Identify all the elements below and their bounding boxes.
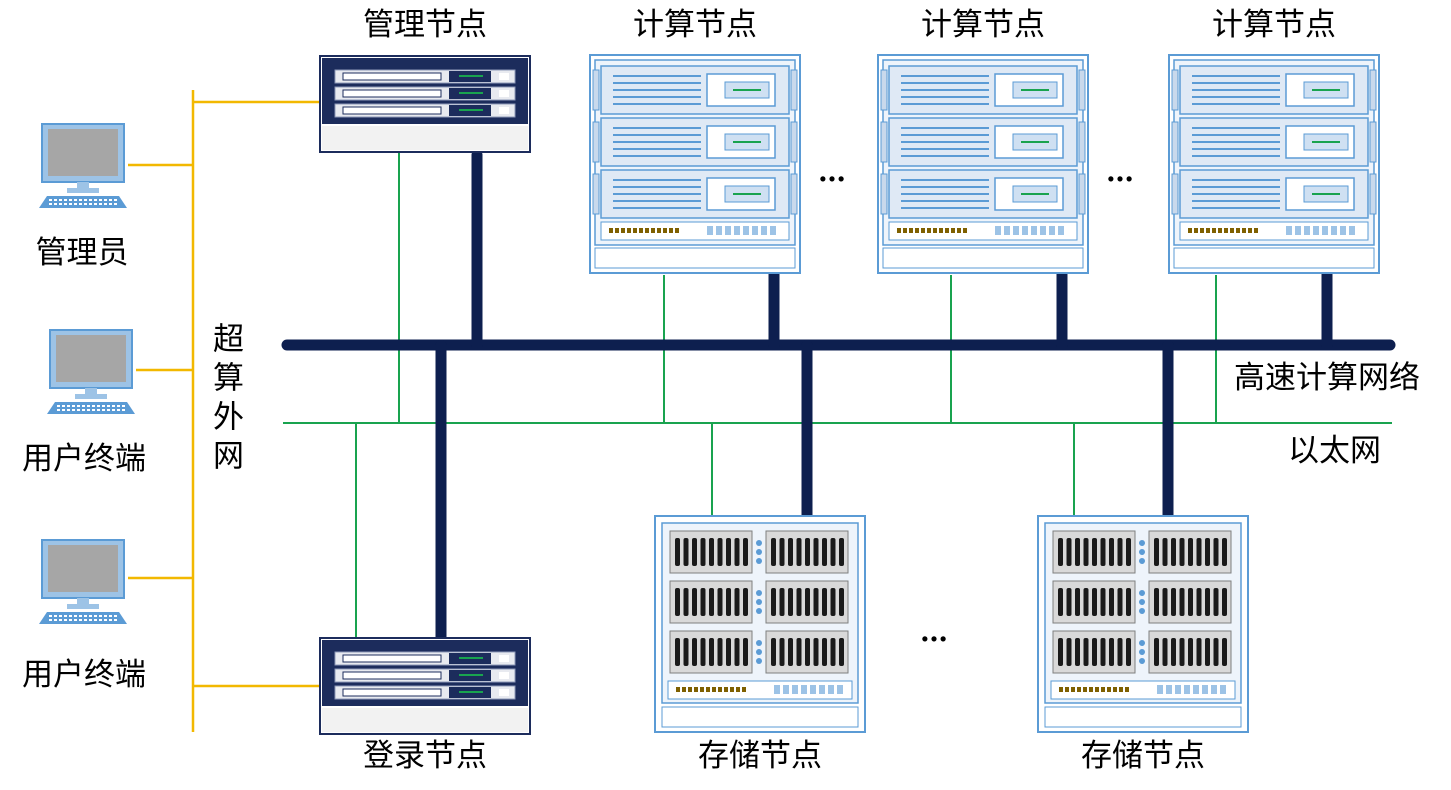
mgmt-node-server-icon [319, 55, 531, 153]
user-terminal-pc-icon-1 [47, 329, 135, 414]
ellipsis-compute-2: … [1106, 155, 1134, 188]
compute-node-rack-icon-3 [1168, 54, 1380, 274]
mgmt-node-label: 管理节点 [363, 7, 487, 43]
login-node-label: 登录节点 [363, 738, 487, 774]
user-terminal-label-2: 用户终端 [22, 657, 146, 693]
external-net-label: 超算外网 [207, 322, 243, 478]
compute-node-label-3: 计算节点 [1212, 7, 1336, 43]
hpc-network-lines [281, 149, 1396, 648]
user-terminal-pc-icon-2 [39, 539, 127, 624]
storage-node-label-1: 存储节点 [698, 738, 822, 774]
ethernet-lines [283, 150, 1392, 640]
storage-node-rack-icon-2 [1037, 515, 1249, 733]
ellipsis-compute-1: … [818, 155, 846, 188]
compute-node-label-2: 计算节点 [921, 7, 1045, 43]
user-terminal-label-1: 用户终端 [22, 441, 146, 477]
compute-node-rack-icon-2 [877, 54, 1089, 274]
storage-node-label-2: 存储节点 [1081, 738, 1205, 774]
ellipsis-storage: … [920, 615, 948, 648]
external-network-lines [128, 90, 330, 732]
login-node-server-icon [319, 637, 531, 735]
admin-pc-icon [39, 123, 127, 208]
admin-label: 管理员 [35, 235, 129, 271]
compute-node-rack-icon-1 [589, 54, 801, 274]
compute-node-label-1: 计算节点 [633, 7, 757, 43]
hpc-net-label: 高速计算网络 [1234, 360, 1420, 396]
storage-node-rack-icon-1 [654, 515, 866, 733]
ethernet-label: 以太网 [1288, 433, 1381, 469]
